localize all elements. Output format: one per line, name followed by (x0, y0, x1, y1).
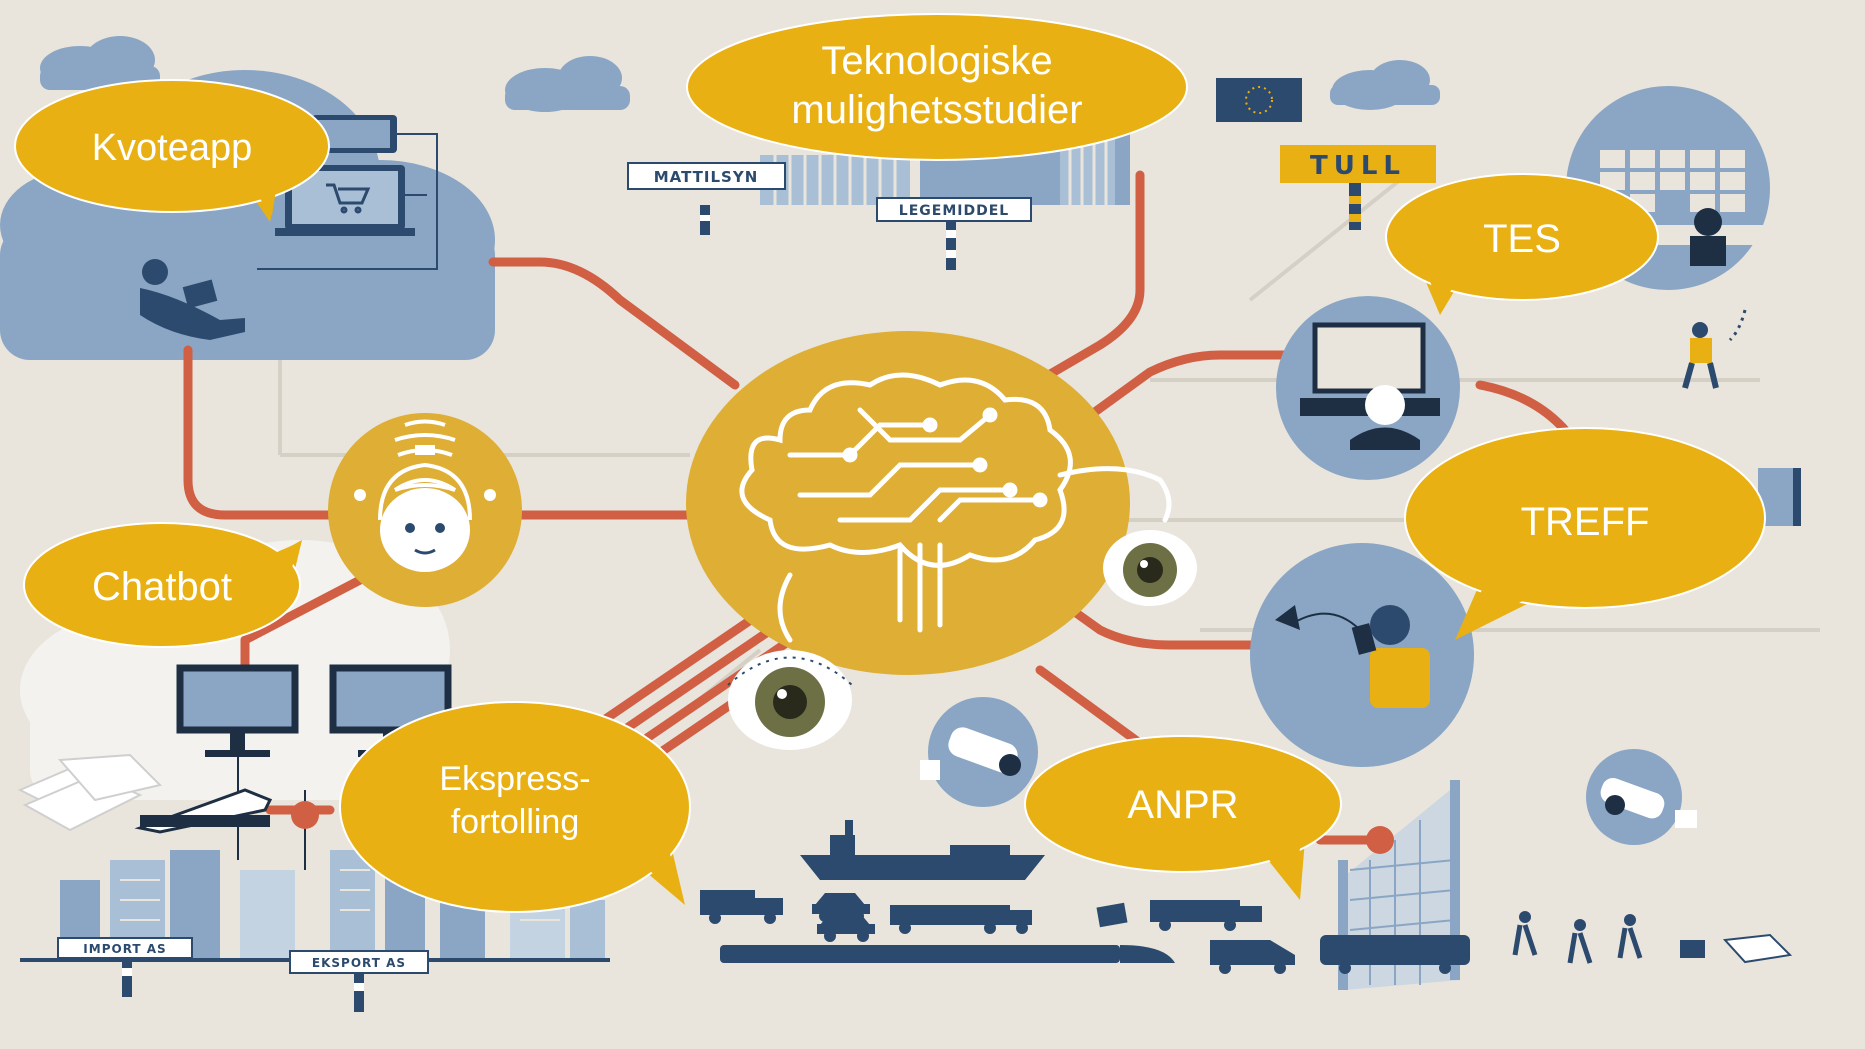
bubble-teknologiske-line1: Teknologiske (821, 39, 1052, 83)
shopping-cart-icon (326, 183, 371, 214)
paper-stack-icon (17, 753, 162, 832)
bubble-kvoteapp-label: Kvoteapp (92, 127, 253, 169)
sign-tull: TULL (1280, 145, 1436, 230)
bubble-anpr-label: ANPR (1127, 783, 1238, 827)
sign-eksport-label: EKSPORT AS (312, 956, 406, 970)
sign-eksport: EKSPORT AS (289, 950, 429, 1012)
car-icon-2 (817, 913, 875, 942)
ship-icon (800, 820, 1045, 880)
bubble-ekspress-line1: Ekspress- (439, 760, 590, 798)
bubble-ekspress-line2: fortolling (451, 803, 580, 841)
bubble-tes: TES (1385, 173, 1659, 315)
truck-icon (700, 890, 783, 924)
camera-icon-right (1586, 749, 1697, 845)
chatbot-circle (328, 413, 522, 607)
bubble-tes-label: TES (1483, 217, 1561, 261)
camera-icon-center (920, 697, 1038, 807)
cloud-top-right (1330, 60, 1440, 110)
eu-flag-icon (1216, 78, 1302, 122)
bus-icon (1320, 935, 1470, 974)
truck-trailer-icon (890, 905, 1032, 934)
sign-legemiddel: LEGEMIDDEL (876, 197, 1032, 270)
sign-mattilsyn: MATTILSYN (627, 162, 786, 235)
robot-face-icon (378, 419, 472, 521)
laptop-user-circle (1276, 296, 1460, 480)
van-icon (1210, 940, 1295, 974)
computer-screens (17, 664, 452, 870)
travelers (1512, 911, 1793, 964)
bubble-ekspress: Ekspress- fortolling (339, 701, 691, 913)
officer-figure (1682, 309, 1747, 389)
bubble-anpr: ANPR (1024, 735, 1342, 900)
bubble-treff-label: TREFF (1521, 500, 1650, 544)
sign-legemiddel-label: LEGEMIDDEL (899, 203, 1009, 219)
sign-import-label: IMPORT AS (83, 942, 166, 956)
moon-person (124, 215, 290, 376)
package-icon (1096, 902, 1128, 928)
bubble-teknologiske: Teknologiske mulighetsstudier (686, 13, 1188, 161)
vehicles (700, 890, 1470, 974)
bubble-chatbot: Chatbot (23, 522, 302, 648)
laptop-devices (257, 115, 438, 270)
bubble-chatbot-label: Chatbot (92, 565, 232, 609)
sign-mattilsyn-label: MATTILSYN (654, 168, 759, 186)
train-icon (720, 945, 1175, 963)
container-truck-icon (1150, 900, 1262, 931)
eye-icon-right (1103, 530, 1197, 606)
bubble-treff: TREFF (1404, 427, 1766, 640)
sign-import: IMPORT AS (57, 937, 193, 997)
bubble-kvoteapp: Kvoteapp (14, 79, 330, 222)
scanner-icon (134, 788, 273, 834)
mobile-user-circle (1250, 543, 1474, 767)
brain-hub (686, 331, 1172, 675)
cloud-top-center (505, 56, 630, 112)
sign-tull-label: TULL (1310, 151, 1406, 181)
bubble-teknologiske-line2: mulighetsstudier (791, 88, 1082, 132)
eye-icon-lower (727, 650, 853, 750)
brain-icon (739, 372, 1172, 643)
